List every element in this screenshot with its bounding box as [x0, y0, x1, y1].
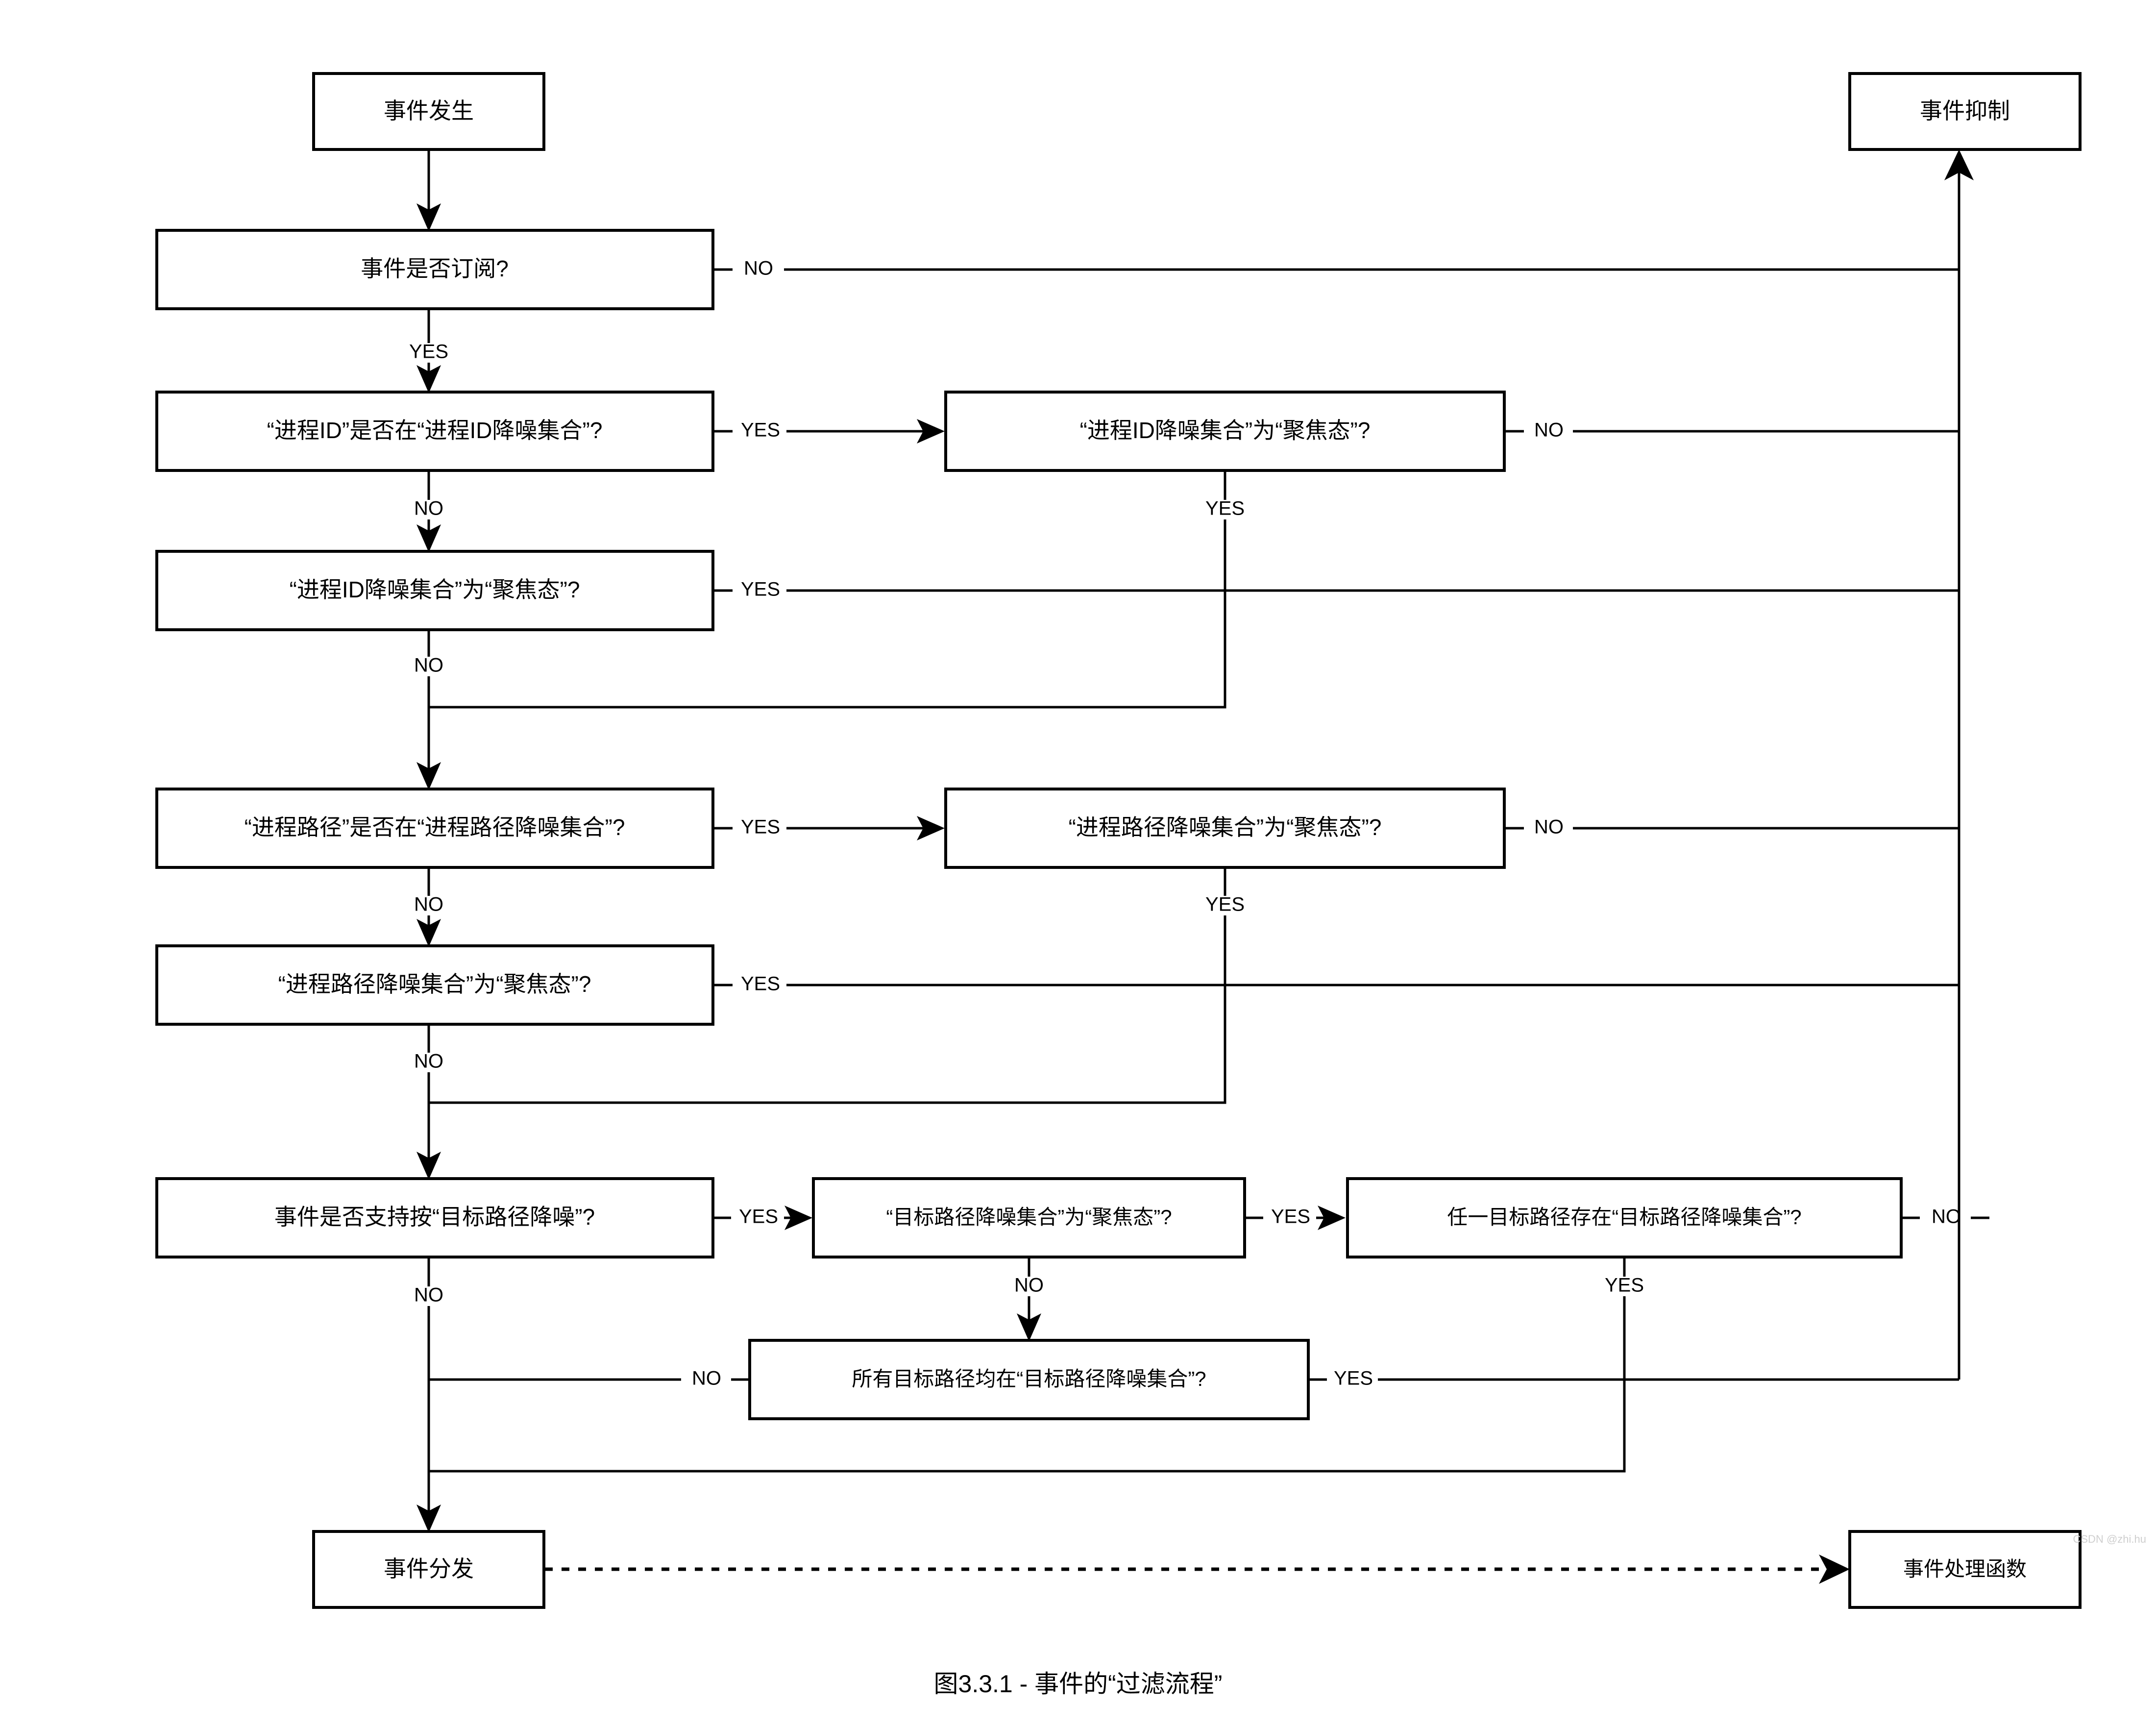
edge-path-focus-right-yes — [429, 867, 1226, 1104]
edge-layer — [416, 149, 1989, 1584]
node-all-target-in-set[interactable]: 所有目标路径均在“目标路径降噪集合”? — [748, 1339, 1310, 1420]
node-event-handler-label: 事件处理函数 — [1903, 1557, 2027, 1580]
node-path-in-set-label: “进程路径”是否在“进程路径降噪集合”? — [245, 814, 625, 840]
node-pid-set-focus-right-rect[interactable] — [944, 391, 1506, 472]
node-any-target-in-set-rect[interactable] — [1346, 1177, 1903, 1258]
edge-label-layer: NO YES YES NO NO YES YES NO YES NO NO YE… — [409, 258, 1961, 1389]
node-event-occur-label: 事件发生 — [384, 98, 474, 123]
arrowhead-pid-in-set-yes — [917, 419, 945, 444]
node-target-set-focus-rect[interactable] — [812, 1177, 1246, 1258]
arrowhead-path-in-set-no — [416, 919, 441, 947]
figure-caption: 图3.3.1 - 事件的“过滤流程” — [934, 1670, 1223, 1698]
edge-label-path-focus-left-no: NO — [414, 1051, 443, 1072]
edge-label-pid-focus-left-yes: YES — [741, 579, 780, 600]
edge-label-any-target-yes: YES — [1605, 1275, 1644, 1296]
arrowhead-support-target-yes — [784, 1206, 812, 1230]
edge-label-target-focus-yes: YES — [1271, 1206, 1310, 1228]
edge-label-path-in-set-yes: YES — [741, 816, 780, 838]
watermark-label: CSDN @zhi.hu — [2073, 1533, 2147, 1545]
node-pid-set-focus-right-label: “进程ID降噪集合”为“聚焦态”? — [1080, 418, 1371, 443]
node-event-dispatch-rect[interactable] — [312, 1530, 545, 1609]
node-support-target-path-label: 事件是否支持按“目标路径降噪”? — [274, 1204, 595, 1230]
node-path-in-set-rect[interactable] — [155, 788, 714, 869]
node-path-set-focus-left[interactable]: “进程路径降噪集合”为“聚焦态”? — [155, 944, 714, 1026]
node-pid-set-focus-left[interactable]: “进程ID降噪集合”为“聚焦态”? — [155, 550, 714, 631]
node-any-target-in-set-label: 任一目标路径存在“目标路径降噪集合”? — [1447, 1206, 1801, 1229]
node-event-dispatch-label: 事件分发 — [384, 1556, 474, 1581]
node-support-target-path[interactable]: 事件是否支持按“目标路径降噪”? — [155, 1177, 714, 1258]
node-layer: 事件发生 事件抑制 事件是否订阅? “进程ID”是否在“进程ID降噪集合”? “… — [155, 72, 2082, 1609]
node-event-suppress-label: 事件抑制 — [1920, 98, 2010, 123]
edge-label-path-focus-left-yes: YES — [741, 973, 780, 995]
arrowhead-target-focus-yes — [1318, 1206, 1346, 1230]
arrowhead-support-target-no — [416, 1505, 441, 1532]
node-pid-set-focus-left-label: “进程ID降噪集合”为“聚焦态”? — [290, 577, 580, 602]
node-pid-set-focus-right[interactable]: “进程ID降噪集合”为“聚焦态”? — [944, 391, 1506, 472]
node-all-target-in-set-label: 所有目标路径均在“目标路径降噪集合”? — [852, 1367, 1206, 1390]
edge-label-all-target-yes: YES — [1334, 1368, 1373, 1389]
node-is-subscribed-label: 事件是否订阅? — [361, 256, 509, 281]
arrowhead-pid-focus-left-no — [416, 762, 441, 790]
node-support-target-path-rect[interactable] — [155, 1177, 714, 1258]
node-event-occur[interactable]: 事件发生 — [312, 72, 545, 151]
node-pid-set-focus-left-rect[interactable] — [155, 550, 714, 631]
edge-label-target-focus-no: NO — [1014, 1275, 1044, 1296]
edge-label-pid-in-set-no: NO — [414, 498, 443, 519]
edge-label-subscribed-no: NO — [744, 258, 773, 279]
arrowhead-path-in-set-yes — [917, 816, 945, 840]
node-path-set-focus-right-label: “进程路径降噪集合”为“聚焦态”? — [1069, 814, 1382, 840]
node-is-subscribed-rect[interactable] — [155, 229, 714, 310]
edge-any-target-yes — [429, 1257, 1626, 1473]
node-path-set-focus-right[interactable]: “进程路径降噪集合”为“聚焦态”? — [944, 788, 1506, 869]
node-event-occur-rect[interactable] — [312, 72, 545, 151]
node-any-target-in-set[interactable]: 任一目标路径存在“目标路径降噪集合”? — [1346, 1177, 1903, 1258]
edge-label-pid-focus-right-yes: YES — [1205, 498, 1245, 519]
edge-label-any-target-no: NO — [1932, 1206, 1961, 1228]
arrowhead-dispatch-to-handler — [1819, 1554, 1850, 1584]
arrowhead-target-focus-no — [1017, 1313, 1041, 1341]
arrowhead-occur-to-subscribed — [416, 203, 441, 231]
edge-label-subscribed-yes: YES — [409, 341, 448, 363]
node-event-handler-rect[interactable] — [1848, 1530, 2082, 1609]
arrowhead-right-rail-to-suppress — [1944, 149, 1974, 180]
arrowhead-subscribed-yes — [416, 365, 441, 393]
edge-label-pid-focus-right-no: NO — [1534, 419, 1564, 441]
edge-label-all-target-no: NO — [692, 1368, 721, 1389]
node-event-suppress[interactable]: 事件抑制 — [1848, 72, 2082, 151]
node-is-subscribed[interactable]: 事件是否订阅? — [155, 229, 714, 310]
node-event-dispatch[interactable]: 事件分发 — [312, 1530, 545, 1609]
node-target-set-focus-label: “目标路径降噪集合”为“聚焦态”? — [886, 1206, 1172, 1229]
node-all-target-in-set-rect[interactable] — [748, 1339, 1310, 1420]
node-path-set-focus-right-rect[interactable] — [944, 788, 1506, 869]
edge-label-path-focus-right-yes: YES — [1205, 894, 1245, 915]
edge-label-pid-in-set-yes: YES — [741, 419, 780, 441]
node-pid-in-set-label: “进程ID”是否在“进程ID降噪集合”? — [267, 418, 603, 443]
node-event-suppress-rect[interactable] — [1848, 72, 2082, 151]
edge-label-support-target-no: NO — [414, 1284, 443, 1306]
node-pid-in-set[interactable]: “进程ID”是否在“进程ID降噪集合”? — [155, 391, 714, 472]
node-path-set-focus-left-label: “进程路径降噪集合”为“聚焦态”? — [278, 971, 591, 997]
node-path-in-set[interactable]: “进程路径”是否在“进程路径降噪集合”? — [155, 788, 714, 869]
node-event-handler[interactable]: 事件处理函数 — [1848, 1530, 2082, 1609]
edge-label-path-focus-right-no: NO — [1534, 816, 1564, 838]
edge-label-path-in-set-no: NO — [414, 894, 443, 915]
edge-label-pid-focus-left-no: NO — [414, 655, 443, 676]
node-path-set-focus-left-rect[interactable] — [155, 944, 714, 1026]
node-pid-in-set-rect[interactable] — [155, 391, 714, 472]
node-target-set-focus[interactable]: “目标路径降噪集合”为“聚焦态”? — [812, 1177, 1246, 1258]
arrowhead-pid-in-set-no — [416, 524, 441, 552]
edge-label-support-target-yes: YES — [739, 1206, 778, 1228]
edge-pid-focus-right-yes — [429, 470, 1226, 709]
arrowhead-path-focus-left-no — [416, 1152, 441, 1180]
